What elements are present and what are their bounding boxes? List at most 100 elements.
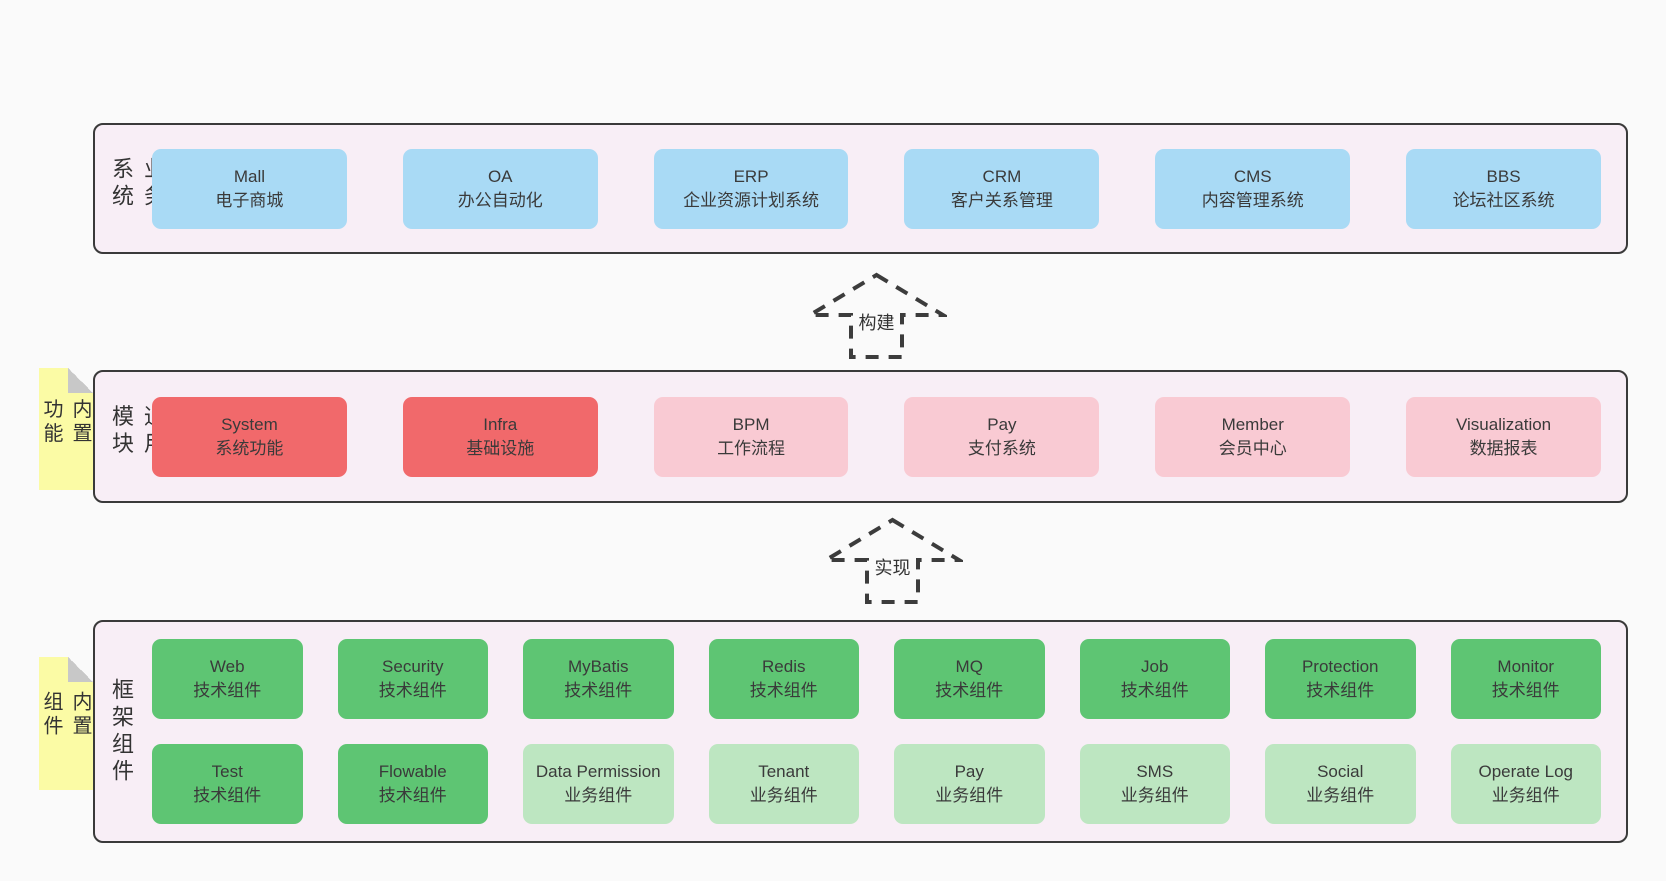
layer-common-modules: 通用模块 System系统功能Infra基础设施BPM工作流程Pay支付系统Me…: [93, 370, 1628, 503]
box-name: Test: [211, 762, 243, 781]
box-row: Mall 电子商城 OA 办公自动化 ERP 企业资源计划系统 CRM 客户关系管理 CMS 内容…: [152, 148, 1601, 229]
sticky-label-builtin-features: 内置功能: [40, 398, 91, 447]
box-name: CRM: [982, 166, 1022, 186]
box-subtitle: 工作流程: [717, 438, 786, 458]
box-name: System: [221, 414, 278, 434]
box-visualization: Visualization 数据报表: [1406, 396, 1601, 477]
box-name: MQ: [955, 657, 983, 676]
box-subtitle: 业务组件: [1491, 786, 1560, 805]
sticky-note-builtin-features: 内置功能: [39, 368, 93, 490]
box-subtitle: 电子商城: [215, 190, 284, 210]
box-redis: Redis 技术组件: [708, 639, 859, 719]
box-name: Tenant: [758, 762, 810, 781]
box-name: ERP: [733, 166, 769, 186]
up-arrow-icon: [822, 517, 963, 604]
box-name: Data Permission: [535, 762, 661, 781]
box-protection: Protection 技术组件: [1265, 639, 1416, 719]
layer-business-systems: 业务系统 Mall电子商城OA办公自动化ERP企业资源计划系统CRM客户关系管理…: [93, 123, 1628, 254]
box-member: Member 会员中心: [1155, 396, 1351, 477]
box-mybatis: MyBatis 技术组件: [523, 639, 674, 719]
sticky-note-builtin-components: 内置组件: [39, 657, 93, 790]
layer-content: Mall 电子商城 OA 办公自动化 ERP 企业资源计划系统 CRM 客户关系管理 CMS 内容…: [152, 125, 1601, 252]
box-name: Mall: [233, 166, 265, 186]
box-subtitle: 技术组件: [1306, 681, 1375, 700]
box-pay: Pay 业务组件: [894, 744, 1045, 824]
folded-corner-icon: [68, 368, 93, 393]
box-name: Monitor: [1497, 657, 1555, 676]
box-subtitle: 客户关系管理: [950, 190, 1053, 210]
box-name: Job: [1141, 657, 1169, 676]
box-test: Test 技术组件: [152, 744, 303, 824]
box-data-permission: Data Permission 业务组件: [523, 744, 674, 824]
box-social: Social 业务组件: [1265, 744, 1416, 824]
up-arrow-icon: [806, 272, 947, 359]
box-subtitle: 技术组件: [378, 681, 447, 700]
box-name: Visualization: [1456, 414, 1552, 434]
box-subtitle: 数据报表: [1469, 438, 1538, 458]
box-name: Member: [1221, 414, 1284, 434]
box-monitor: Monitor 技术组件: [1450, 639, 1601, 719]
box-name: SMS: [1136, 762, 1174, 781]
box-name: MyBatis: [568, 657, 629, 676]
box-subtitle: 技术组件: [564, 681, 633, 700]
box-subtitle: 办公自动化: [457, 190, 543, 210]
box-name: Flowable: [378, 762, 447, 781]
box-oa: OA 办公自动化: [402, 148, 598, 229]
arrow-build-label: 构建: [856, 309, 897, 335]
box-subtitle: 支付系统: [967, 438, 1036, 458]
box-subtitle: 基础设施: [466, 438, 535, 458]
layer-content: System 系统功能 Infra 基础设施 BPM 工作流程 Pay 支付系统 Member 会…: [152, 372, 1601, 501]
box-subtitle: 业务组件: [564, 786, 633, 805]
box-subtitle: 论坛社区系统: [1452, 190, 1555, 210]
box-subtitle: 技术组件: [193, 786, 262, 805]
box-subtitle: 业务组件: [749, 786, 818, 805]
box-operate-log: Operate Log 业务组件: [1450, 744, 1601, 824]
box-subtitle: 技术组件: [193, 681, 262, 700]
box-job: Job 技术组件: [1079, 639, 1230, 719]
box-name: OA: [487, 166, 513, 186]
box-security: Security 技术组件: [337, 639, 488, 719]
layer-label-framework-components: 框架组件: [109, 677, 134, 786]
box-subtitle: 业务组件: [935, 786, 1004, 805]
box-subtitle: 企业资源计划系统: [683, 190, 820, 210]
box-subtitle: 内容管理系统: [1201, 190, 1304, 210]
box-name: Web: [209, 657, 245, 676]
box-system: System 系统功能: [152, 396, 347, 477]
box-cms: CMS 内容管理系统: [1155, 148, 1351, 229]
box-name: Protection: [1301, 657, 1379, 676]
box-erp: ERP 企业资源计划系统: [653, 148, 849, 229]
box-name: CMS: [1233, 166, 1272, 186]
box-subtitle: 技术组件: [1120, 681, 1189, 700]
box-subtitle: 技术组件: [378, 786, 447, 805]
box-name: Pay: [954, 762, 984, 781]
box-name: Infra: [483, 414, 518, 434]
box-flowable: Flowable 技术组件: [337, 744, 488, 824]
box-web: Web 技术组件: [152, 639, 303, 719]
box-subtitle: 会员中心: [1218, 438, 1287, 458]
box-subtitle: 业务组件: [1306, 786, 1375, 805]
box-subtitle: 系统功能: [215, 438, 284, 458]
box-name: Security: [382, 657, 444, 676]
box-row: Test 技术组件 Flowable 技术组件 Data Permission 业务组件 T…: [152, 744, 1601, 824]
box-name: Operate Log: [1478, 762, 1573, 781]
box-bpm: BPM 工作流程: [653, 396, 849, 477]
box-name: BPM: [732, 414, 770, 434]
box-sms: SMS 业务组件: [1079, 744, 1230, 824]
box-name: Redis: [762, 657, 806, 676]
box-subtitle: 技术组件: [1491, 681, 1560, 700]
box-subtitle: 业务组件: [1120, 786, 1189, 805]
box-name: Social: [1317, 762, 1364, 781]
box-row: System 系统功能 Infra 基础设施 BPM 工作流程 Pay 支付系统 Member 会…: [152, 396, 1601, 477]
box-name: Pay: [987, 414, 1017, 434]
sticky-label-builtin-components: 内置组件: [40, 690, 91, 739]
box-crm: CRM 客户关系管理: [904, 148, 1100, 229]
box-subtitle: 技术组件: [749, 681, 818, 700]
box-pay: Pay 支付系统: [904, 396, 1100, 477]
box-mall: Mall 电子商城: [152, 148, 347, 229]
arrow-implement: 实现: [822, 517, 963, 605]
